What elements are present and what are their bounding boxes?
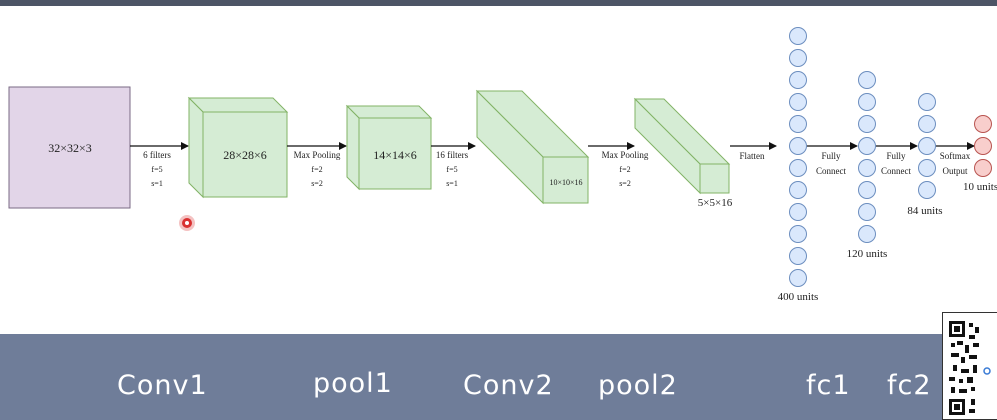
layer-label-bar: Conv1 pool1 Conv2 pool2 fc1 fc2	[0, 334, 997, 420]
fc3-neuron	[918, 181, 936, 199]
pool2-f: f=2	[619, 165, 630, 174]
fc1-neuron	[789, 247, 807, 265]
fc1-units-label: 400 units	[778, 291, 819, 303]
conv2-volume	[475, 89, 590, 205]
bottom-label-conv2: Conv2	[463, 370, 554, 401]
lenet-diagram: 32×32×3 6 filters f=5 s=1 28×28×6 Max Po…	[0, 6, 997, 334]
fc3-neuron	[918, 137, 936, 155]
fc2-neuron	[858, 203, 876, 221]
fc2-neuron	[858, 181, 876, 199]
fc1-neuron	[789, 71, 807, 89]
fc2-units-label: 120 units	[847, 248, 888, 260]
fc3-neuron	[918, 159, 936, 177]
conv2-filters: 16 filters	[436, 150, 469, 160]
input-label: 32×32×3	[48, 141, 92, 155]
conv2-f: f=5	[446, 165, 457, 174]
pool2-s: s=2	[619, 179, 631, 188]
top-bar	[0, 0, 997, 6]
conv1-label: 28×28×6	[223, 148, 267, 162]
output-neuron	[974, 137, 992, 155]
bottom-label-pool1: pool1	[313, 368, 393, 399]
pool2-op: Max Pooling	[602, 150, 649, 160]
bottom-label-fc1: fc1	[806, 370, 851, 401]
fc1-neuron	[789, 115, 807, 133]
input-volume	[8, 86, 131, 209]
fc1-neuron	[789, 137, 807, 155]
fc1-neuron	[789, 181, 807, 199]
fc1-neuron	[789, 203, 807, 221]
pool1-s: s=2	[311, 179, 323, 188]
fc2-neurons	[858, 71, 876, 243]
fc2-neuron	[858, 137, 876, 155]
qr-code-icon	[942, 312, 997, 420]
output-neuron	[974, 115, 992, 133]
fc2-neuron	[858, 225, 876, 243]
fc1-neuron	[789, 93, 807, 111]
fc3-neurons	[918, 93, 936, 199]
fc1-neurons	[789, 27, 807, 287]
conv1-s: s=1	[151, 179, 163, 188]
output-neurons	[974, 115, 992, 177]
fc1-neuron	[789, 159, 807, 177]
fc1-neuron	[789, 49, 807, 67]
fc2-neuron	[858, 71, 876, 89]
softmax-2: Output	[942, 166, 968, 176]
fc3-neuron	[918, 93, 936, 111]
pool1-label: 14×14×6	[373, 148, 417, 162]
fc1-neuron	[789, 225, 807, 243]
fc1-neuron	[789, 27, 807, 45]
fc2-neuron	[858, 115, 876, 133]
bottom-label-pool2: pool2	[598, 370, 678, 401]
softmax-1: Softmax	[940, 151, 971, 161]
pool1-volume	[345, 104, 433, 191]
output-neuron	[974, 159, 992, 177]
fc2-connect-1: Fully	[821, 151, 841, 161]
conv2-label: 10×10×16	[549, 178, 582, 187]
flatten-label: Flatten	[740, 151, 765, 161]
record-indicator-icon	[182, 218, 192, 228]
conv2-s: s=1	[446, 179, 458, 188]
bottom-label-conv1: Conv1	[117, 370, 208, 401]
fc3-connect-1: Fully	[886, 151, 906, 161]
fc2-neuron	[858, 93, 876, 111]
fc3-connect-2: Connect	[881, 166, 911, 176]
pool2-label: 5×5×16	[698, 197, 733, 209]
pool2-volume	[633, 97, 731, 195]
output-units-label: 10 units	[963, 181, 997, 193]
fc2-neuron	[858, 159, 876, 177]
pool1-f: f=2	[311, 165, 322, 174]
fc3-units-label: 84 units	[907, 205, 942, 217]
conv1-volume	[187, 96, 289, 199]
fc1-neuron	[789, 269, 807, 287]
pool1-op: Max Pooling	[294, 150, 341, 160]
bottom-label-fc2: fc2	[887, 370, 932, 401]
diagram-canvas: 32×32×3 6 filters f=5 s=1 28×28×6 Max Po…	[8, 27, 997, 303]
conv1-filters: 6 filters	[143, 150, 171, 160]
fc3-neuron	[918, 115, 936, 133]
conv1-f: f=5	[151, 165, 162, 174]
fc2-connect-2: Connect	[816, 166, 846, 176]
